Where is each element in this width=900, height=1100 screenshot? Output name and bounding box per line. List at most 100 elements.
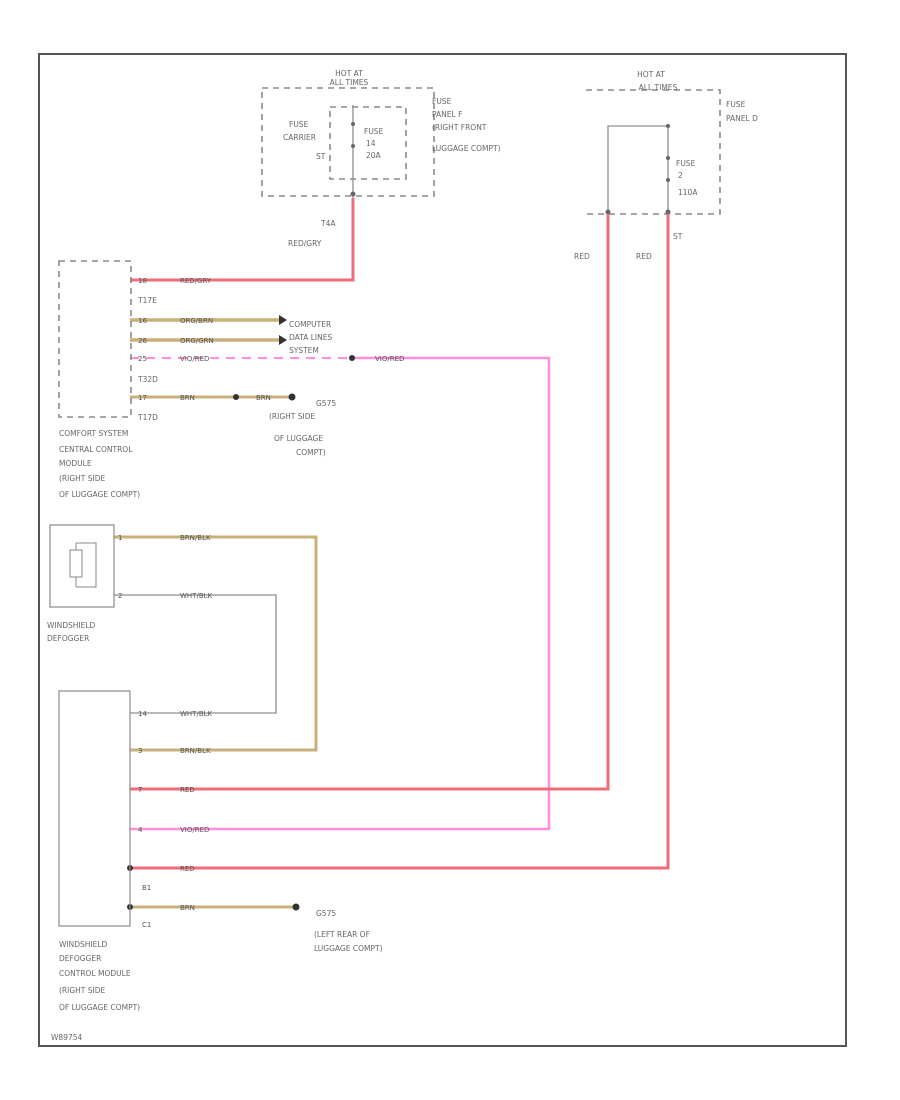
connection-points xyxy=(127,315,355,911)
ground-g575-comfort-3: OF LUGGAGE xyxy=(274,434,323,443)
fuse-panel-f-label-1: FUSE xyxy=(432,97,452,106)
fuse-14-outline xyxy=(329,106,407,180)
comfort-wire-5a: BRN xyxy=(180,394,195,402)
module-wire-7: RED xyxy=(180,786,195,794)
wire-red-pin-7 xyxy=(130,214,610,791)
fuse-2-terminal-bottom xyxy=(666,178,670,182)
fuse-panel-d-label-1: FUSE xyxy=(726,100,746,109)
fuse-panel-f: HOT AT ALL TIMES FUSE CARRIER ST FUSE 14… xyxy=(261,69,501,248)
module-wire-c1: BRN xyxy=(180,904,195,912)
ground-g575-module-1: G575 xyxy=(316,909,336,918)
fuse-panel-f-hot-2: ALL TIMES xyxy=(330,78,369,87)
defogger-pin-2: 2 xyxy=(118,592,122,600)
fuse-14-terminal-bottom xyxy=(351,144,355,148)
comfort-pin-3: 26 xyxy=(138,337,147,345)
ground-g575-comfort-1: G575 xyxy=(316,399,336,408)
defogger-module-outline xyxy=(58,690,131,927)
splice-vio-red-label: VIO/RED xyxy=(375,355,404,363)
fuse-panel-f-outline xyxy=(261,87,435,197)
fuse-panel-f-wire: RED/GRY xyxy=(288,239,322,248)
figure-code: W89754 xyxy=(51,1033,83,1042)
fuse-14-label-1: FUSE xyxy=(364,127,384,136)
fuse-panel-d-bus xyxy=(607,125,669,214)
wire-red-b1 xyxy=(130,214,670,870)
defogger-label-2: DEFOGGER xyxy=(47,634,89,643)
comfort-pin-1: 18 xyxy=(138,277,147,285)
fuse-panel-d-wire-right: RED xyxy=(636,252,652,261)
fuse-panel-f-label-3: (RIGHT FRONT xyxy=(432,123,487,132)
ground-g575-comfort-4: COMPT) xyxy=(296,448,326,457)
comfort-pin-4: 25 xyxy=(138,355,147,363)
comfort-module-label-3: MODULE xyxy=(59,459,92,468)
comfort-connector-1: T17E xyxy=(137,296,157,305)
module-wire-b1: RED xyxy=(180,865,195,873)
comfort-wire-4: VIO/RED xyxy=(180,355,209,363)
splice-vio-red xyxy=(349,355,355,361)
wire-brn-blk xyxy=(114,535,318,752)
comfort-connector-3: T17D xyxy=(137,413,158,422)
data-lines-label-1: COMPUTER xyxy=(289,320,331,329)
ground-g575-module-2: (LEFT REAR OF xyxy=(314,930,370,939)
defogger-module-label-2: DEFOGGER xyxy=(59,954,101,963)
defogger-module-label-4: (RIGHT SIDE xyxy=(59,986,106,995)
defogger-module-label-3: CONTROL MODULE xyxy=(59,969,131,978)
comfort-connector-2: T32D xyxy=(137,375,158,384)
comfort-wire-5b: BRN xyxy=(256,394,271,402)
fuse-panel-d-hot-2: ALL TIMES xyxy=(639,83,678,92)
ground-g575-module-dot xyxy=(292,903,300,911)
ground-g575-module-3: LUGGAGE COMPT) xyxy=(314,944,383,953)
wire-vio-red xyxy=(130,356,551,831)
fuse-2-label-2: 2 xyxy=(678,171,683,180)
fuse-2-terminal-top xyxy=(666,156,670,160)
module-wire-14: WHT/BLK xyxy=(180,710,213,718)
fuse-carrier-label-3: ST xyxy=(316,152,326,161)
fuse-panel-d-label-2: PANEL D xyxy=(726,114,758,123)
windshield-defogger: 1 BRN/BLK 2 WHT/BLK WINDSHIELD DEFOGGER xyxy=(47,524,213,643)
comfort-wire-3: ORG/GRN xyxy=(180,337,214,345)
defogger-control-module: 14 WHT/BLK 3 BRN/BLK 7 RED 4 VIO/RED RED… xyxy=(58,690,383,1012)
data-line-arrow-1 xyxy=(279,315,287,325)
comfort-wire-2: ORG/BRN xyxy=(180,317,213,325)
data-lines-label-2: DATA LINES xyxy=(289,333,332,342)
defogger-wire-1: BRN/BLK xyxy=(180,534,211,542)
defogger-grid-icon xyxy=(76,542,97,588)
defogger-heating-element-icon xyxy=(69,543,83,587)
module-pin-b1: B1 xyxy=(142,884,151,892)
fuse-panel-d: HOT AT ALL TIMES FUSE PANEL D FUSE 2 110… xyxy=(574,70,758,261)
fuse-2-label-1: FUSE xyxy=(676,159,696,168)
defogger-wire-2: WHT/BLK xyxy=(180,592,213,600)
data-lines-label-3: SYSTEM xyxy=(289,346,319,355)
fuse-carrier-label-1: FUSE xyxy=(289,120,309,129)
fuse-14-terminal-top xyxy=(351,122,355,126)
defogger-outline xyxy=(49,524,115,608)
module-pin-7: 7 xyxy=(138,786,142,794)
module-pin-c1: C1 xyxy=(142,921,151,929)
fuse-panel-d-bus-node xyxy=(666,124,670,128)
ground-g575-comfort-dot xyxy=(288,393,296,401)
fuse-14-label-2: 14 xyxy=(366,139,376,148)
module-pin-14: 14 xyxy=(138,710,147,718)
comfort-module-label-5: OF LUGGAGE COMPT) xyxy=(59,490,140,499)
module-pin-4: 4 xyxy=(138,826,143,834)
defogger-module-label-1: WINDSHIELD xyxy=(59,940,108,949)
ground-g575-comfort-2: (RIGHT SIDE xyxy=(269,412,316,421)
fuse-panel-d-hot-1: HOT AT xyxy=(637,70,665,79)
defogger-label-1: WINDSHIELD xyxy=(47,621,96,630)
fuse-panel-d-left-node xyxy=(605,209,611,215)
fuse-14-label-3: 20A xyxy=(366,151,382,160)
comfort-pin-2: 16 xyxy=(138,317,147,325)
fuse-panel-d-right-node xyxy=(665,209,671,215)
fuse-panel-f-label-4: LUGGAGE COMPT) xyxy=(432,144,501,153)
fuse-panel-f-output-node xyxy=(350,191,356,197)
comfort-module-label-1: COMFORT SYSTEM xyxy=(59,429,128,438)
wire-red-gry xyxy=(130,198,355,282)
fuse-panel-d-outline xyxy=(586,89,721,215)
fuse-panel-f-hot-1: HOT AT xyxy=(335,69,363,78)
fuse-carrier-label-2: CARRIER xyxy=(283,133,316,142)
fuse-panel-d-wire-left: RED xyxy=(574,252,590,261)
module-wire-3: BRN/BLK xyxy=(180,747,211,755)
wire-wht-blk xyxy=(114,594,277,714)
defogger-module-label-5: OF LUGGAGE COMPT) xyxy=(59,1003,140,1012)
module-wire-4: VIO/RED xyxy=(180,826,209,834)
